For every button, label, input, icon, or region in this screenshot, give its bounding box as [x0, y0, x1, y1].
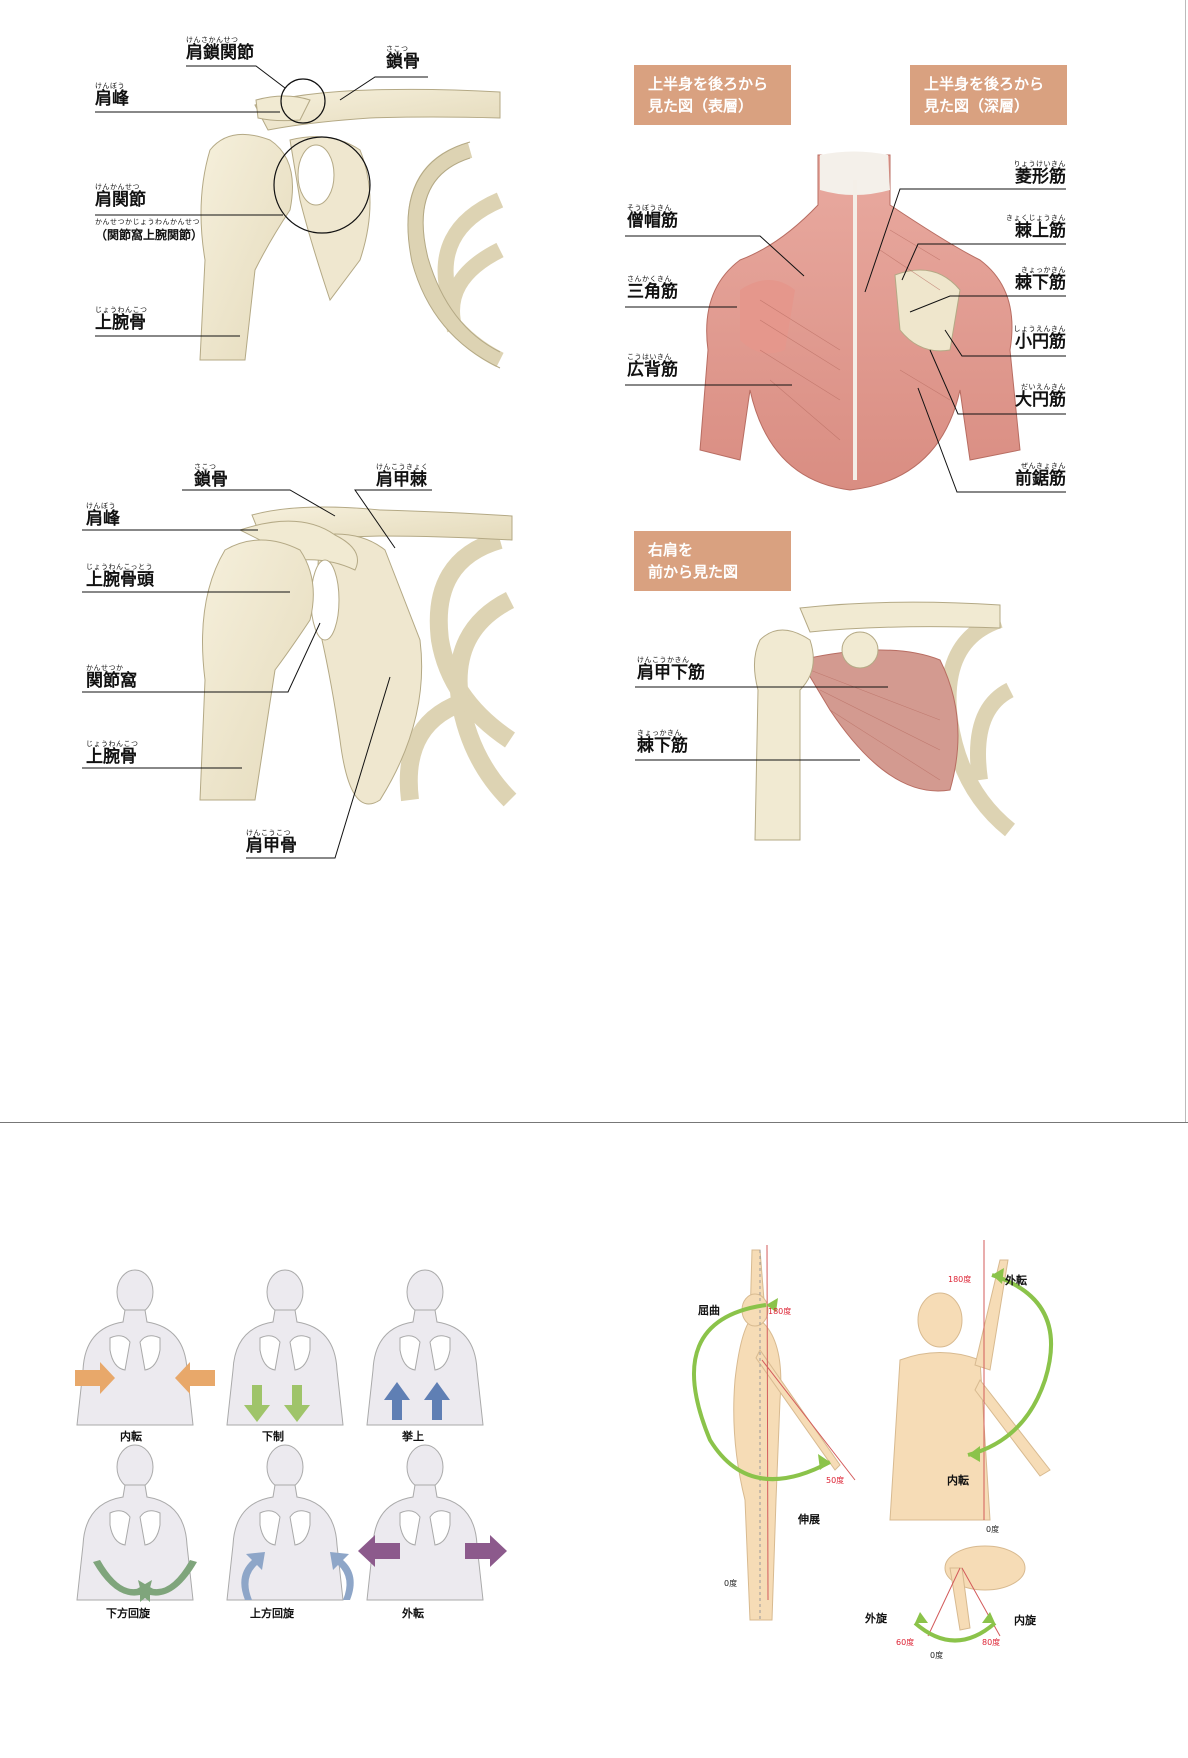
label-abduction-rom: 外転 — [1005, 1274, 1027, 1287]
label-teres-minor: しょうえんきん小円筋 — [1013, 325, 1067, 352]
label-extension-deg: 50度 — [826, 1476, 845, 1485]
tag-back-deep: 上半身を後ろから見た図（深層） — [910, 65, 1067, 125]
label-internal-rotation: 内旋 — [1014, 1614, 1036, 1627]
page-edge — [1185, 0, 1186, 1122]
label-clavicle-2: さこつ鎖骨 — [194, 463, 228, 490]
label-infraspinatus-front: きょっかきん棘下筋 — [637, 729, 688, 756]
label-humerus-2: じょうわんこつ上腕骨 — [86, 740, 139, 767]
label-external-rotation: 外旋 — [865, 1612, 887, 1625]
front-muscles-leaders — [635, 686, 888, 761]
label-humeral-head: じょうわんこっとう上腕骨頭 — [86, 563, 154, 590]
label-acromion-2: けんぼう肩峰 — [86, 502, 120, 529]
label-infraspinatus: きょっかきん棘下筋 — [1015, 266, 1066, 293]
tag-back-superficial: 上半身を後ろから見た図（表層） — [634, 65, 791, 125]
label-shoulder-joint: けんかんせつ肩関節 — [95, 183, 146, 210]
label-subscapularis: けんこうかきん肩甲下筋 — [637, 656, 705, 683]
label-internal-rotation-deg: 80度 — [982, 1638, 1001, 1647]
label-adduction-rom: 内転 — [947, 1474, 969, 1487]
label-extension: 伸展 — [798, 1513, 820, 1526]
label-adduction: 内転 — [120, 1430, 142, 1443]
label-rhomboid: りょうけいきん菱形筋 — [1013, 160, 1067, 187]
back-muscles-illustration — [699, 151, 1021, 491]
front-muscles-illustration — [754, 601, 1016, 841]
label-scapular-spine: けんこうきょく肩甲棘 — [376, 463, 429, 490]
label-glenohumeral-joint: かんせつかじょうわんかんせつ（関節窩上腕関節） — [95, 218, 204, 242]
label-scapula: けんこうこつ肩甲骨 — [246, 829, 297, 856]
rom-rotation-illustration — [913, 1545, 1026, 1643]
label-supraspinatus: きょくじょうきん棘上筋 — [1006, 214, 1066, 241]
label-acromion: けんぼう肩峰 — [95, 82, 129, 109]
label-upward-rotation: 上方回旋 — [250, 1607, 294, 1620]
label-downward-rotation: 下方回旋 — [106, 1607, 150, 1620]
label-flexion-deg: 180度 — [768, 1307, 792, 1316]
label-acromioclavicular-joint: けんさかんせつ肩鎖関節 — [186, 36, 254, 63]
rom-flexion-illustration — [692, 1244, 856, 1621]
label-zero-deg-1: 0度 — [724, 1579, 738, 1588]
label-flexion: 屈曲 — [698, 1304, 720, 1317]
label-humerus: じょうわんこつ上腕骨 — [95, 306, 148, 333]
label-latissimus-dorsi: こうはいきん広背筋 — [627, 353, 678, 380]
label-zero-deg-2: 0度 — [986, 1525, 1000, 1534]
label-deltoid: さんかくきん三角筋 — [627, 275, 678, 302]
label-depression: 下制 — [262, 1430, 284, 1443]
shoulder-bones-illustration — [82, 489, 517, 859]
label-glenoid-fossa: かんせつか関節窩 — [86, 664, 137, 691]
shoulder-front-illustration — [95, 65, 504, 369]
rom-abduction-illustration — [889, 1240, 1054, 1521]
label-elevation: 挙上 — [402, 1430, 424, 1443]
label-abduction-deg: 180度 — [948, 1275, 972, 1284]
tag-right-shoulder-front: 右肩を前から見た図 — [634, 531, 791, 591]
label-external-rotation-deg: 60度 — [896, 1638, 915, 1647]
label-clavicle: さこつ鎖骨 — [386, 45, 420, 72]
page-divider — [0, 1122, 1188, 1123]
label-teres-major: だいえんきん大円筋 — [1015, 383, 1066, 410]
back-muscles-leaders — [625, 188, 1066, 493]
label-abduction: 外転 — [402, 1607, 424, 1620]
scapula-motions-illustration — [75, 1269, 507, 1602]
label-serratus-anterior: ぜんきょきん前鋸筋 — [1015, 462, 1066, 489]
label-trapezius: そうぼうきん僧帽筋 — [627, 204, 678, 231]
label-zero-deg-3: 0度 — [930, 1651, 944, 1660]
